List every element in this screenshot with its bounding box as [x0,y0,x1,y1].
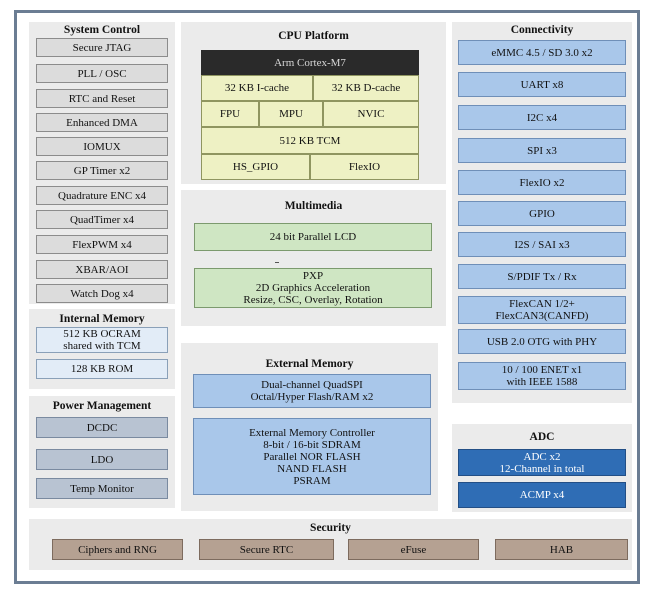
connectivity-flexio-block: FlexIO x2 [458,170,626,195]
security-title: Security [310,522,351,534]
external-memory-title: External Memory [265,358,354,370]
rom-block: 128 KB ROM [36,359,168,379]
system-control-title: System Control [63,24,141,36]
separator-mark [275,262,279,263]
uart-block: UART x8 [458,72,626,97]
quadrature-enc-block: Quadrature ENC x4 [36,186,168,205]
secure-rtc-block: Secure RTC [199,539,334,560]
adc-block: ADC x2 12-Channel in total [458,449,626,476]
nvic-block: NVIC [323,101,419,127]
acmp-block: ACMP x4 [458,482,626,508]
tcm-block: 512 KB TCM [201,127,419,154]
dcdc-block: DCDC [36,417,168,438]
hs-gpio-block: HS_GPIO [201,154,310,180]
adc-title: ADC [529,431,555,443]
cpu-flexio-block: FlexIO [310,154,419,180]
gpio-block: GPIO [458,201,626,226]
ldo-block: LDO [36,449,168,470]
efuse-block: eFuse [348,539,479,560]
internal-memory-title: Internal Memory [59,313,145,325]
watch-dog-block: Watch Dog x4 [36,284,168,303]
ciphers-rng-block: Ciphers and RNG [52,539,183,560]
flexpwm-block: FlexPWM x4 [36,235,168,254]
multimedia-title: Multimedia [284,200,343,212]
connectivity-title: Connectivity [510,24,574,36]
secure-jtag-block: Secure JTAG [36,38,168,57]
icache-block: 32 KB I-cache [201,75,313,101]
emmc-sd-block: eMMC 4.5 / SD 3.0 x2 [458,40,626,65]
flexcan-block: FlexCAN 1/2+ FlexCAN3(CANFD) [458,296,626,324]
power-management-title: Power Management [52,400,152,412]
spdif-block: S/PDIF Tx / Rx [458,264,626,289]
arm-cortex-core-block: Arm Cortex-M7 [201,50,419,75]
gp-timer-block: GP Timer x2 [36,161,168,180]
enet-block: 10 / 100 ENET x1 with IEEE 1588 [458,362,626,390]
iomux-block: IOMUX [36,137,168,156]
quadspi-block: Dual-channel QuadSPI Octal/Hyper Flash/R… [193,374,431,408]
ocram-block: 512 KB OCRAM shared with TCM [36,327,168,353]
hab-block: HAB [495,539,628,560]
spi-block: SPI x3 [458,138,626,163]
cpu-platform-title: CPU Platform [278,30,349,42]
dcache-block: 32 KB D-cache [313,75,419,101]
quadtimer-block: QuadTimer x4 [36,210,168,229]
temp-monitor-block: Temp Monitor [36,478,168,499]
pll-osc-block: PLL / OSC [36,64,168,83]
pxp-block: PXP 2D Graphics Acceleration Resize, CSC… [194,268,432,308]
parallel-lcd-block: 24 bit Parallel LCD [194,223,432,251]
enhanced-dma-block: Enhanced DMA [36,113,168,132]
rtc-reset-block: RTC and Reset [36,89,168,108]
i2s-sai-block: I2S / SAI x3 [458,232,626,257]
mpu-block: MPU [259,101,323,127]
usb-otg-block: USB 2.0 OTG with PHY [458,329,626,354]
xbar-aoi-block: XBAR/AOI [36,260,168,279]
i2c-block: I2C x4 [458,105,626,130]
fpu-block: FPU [201,101,259,127]
external-memory-controller-block: External Memory Controller 8-bit / 16-bi… [193,418,431,495]
